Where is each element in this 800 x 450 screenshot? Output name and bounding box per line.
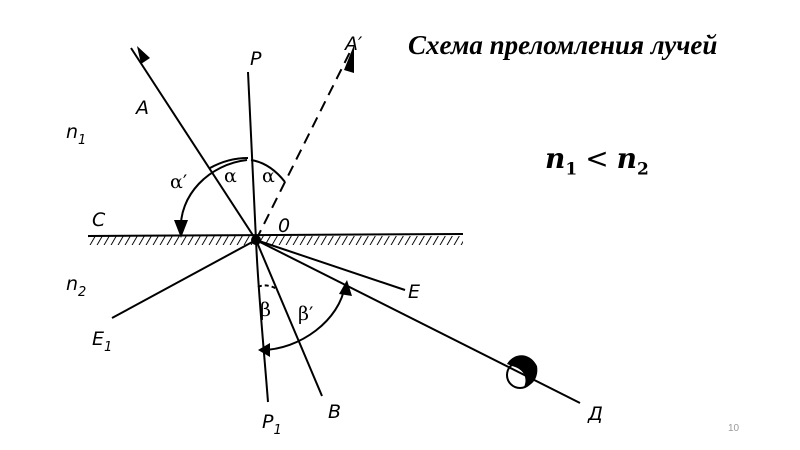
label-e1: E1 xyxy=(92,328,112,355)
relation-right-sub: 2 xyxy=(637,159,649,180)
interface-hatching xyxy=(88,236,463,245)
beta-prime-arrow xyxy=(339,280,352,296)
relation-right: n xyxy=(616,142,638,175)
reflected-ray-arrow xyxy=(344,45,354,73)
reflected-ray xyxy=(255,49,352,241)
normal-line-lower xyxy=(255,239,269,403)
beta-prime-arrow-start xyxy=(258,343,270,357)
refractive-index-relation: n1<n2 xyxy=(545,142,649,180)
label-b: B xyxy=(328,401,341,423)
slide-title: Схема преломления лучей xyxy=(408,30,718,60)
label-d: Д xyxy=(587,403,603,425)
alpha-prime-arc xyxy=(179,159,248,233)
ray-e xyxy=(255,239,406,291)
label-o: 0 xyxy=(278,215,290,237)
beta-arc xyxy=(257,284,278,290)
eye-icon xyxy=(506,355,538,389)
incident-ray xyxy=(130,47,257,241)
label-a: A xyxy=(134,97,149,119)
ray-e1 xyxy=(111,239,257,319)
label-a-prime: A′ xyxy=(343,33,363,55)
interface-line xyxy=(87,233,464,237)
label-p1: P1 xyxy=(262,411,282,438)
normal-line-upper xyxy=(247,71,257,241)
label-n1: n1 xyxy=(66,121,86,148)
relation-operator: < xyxy=(585,142,609,175)
label-p: P xyxy=(250,48,262,70)
relation-left: n xyxy=(545,142,566,175)
label-alpha: α xyxy=(224,165,237,187)
point-of-incidence xyxy=(251,235,261,245)
alpha-prime-arrow xyxy=(174,220,188,238)
label-alpha-prime: α′ xyxy=(170,171,187,193)
slide-number: 10 xyxy=(728,423,740,434)
relation-left-sub: 1 xyxy=(565,159,578,180)
refracted-ray xyxy=(255,239,323,397)
beta-prime-arc xyxy=(260,284,346,351)
label-alpha-reflected: α xyxy=(262,165,275,187)
label-c: C xyxy=(92,209,106,231)
label-beta: β xyxy=(260,299,271,321)
label-e: E xyxy=(408,281,420,303)
label-beta-prime: β′ xyxy=(298,303,313,325)
label-n2: n2 xyxy=(66,273,86,300)
incident-ray-arrow xyxy=(137,46,150,64)
alpha-arc xyxy=(209,157,249,169)
alpha-reflected-arc xyxy=(250,159,286,183)
